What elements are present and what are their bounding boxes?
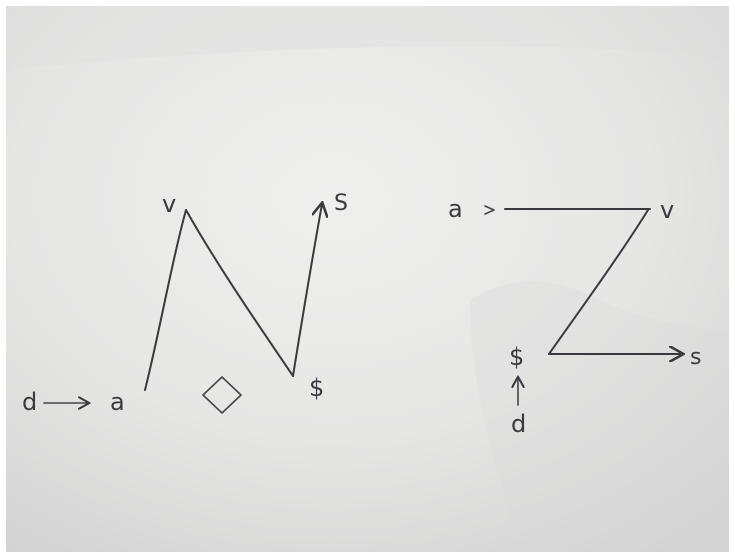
right-label-s: s xyxy=(690,345,701,370)
left-label-v: v xyxy=(162,190,176,218)
right-label-a: a xyxy=(448,195,463,223)
diamond-shape-icon xyxy=(202,376,242,414)
right-label-dollar: $ xyxy=(509,343,524,371)
left-label-s: S xyxy=(334,191,348,216)
right-label-d: d xyxy=(511,410,526,438)
right-edge-v-to-dollar xyxy=(548,209,649,355)
right-diagram: a v s $ d xyxy=(448,195,701,438)
paper-shadow-top xyxy=(6,6,729,70)
left-label-a: a xyxy=(110,388,125,416)
right-label-v: v xyxy=(660,196,674,224)
left-edge-a-to-v xyxy=(144,209,187,391)
left-edge-v-to-dollar xyxy=(185,209,294,377)
paper-background xyxy=(6,6,729,552)
right-arrow-mark xyxy=(484,205,495,215)
left-edge-dollar-to-s xyxy=(292,204,322,377)
left-label-d: d xyxy=(22,388,37,416)
left-diagram: d a v $ S xyxy=(22,190,348,416)
left-label-dollar: $ xyxy=(309,374,324,402)
paper-shadow xyxy=(470,281,729,552)
